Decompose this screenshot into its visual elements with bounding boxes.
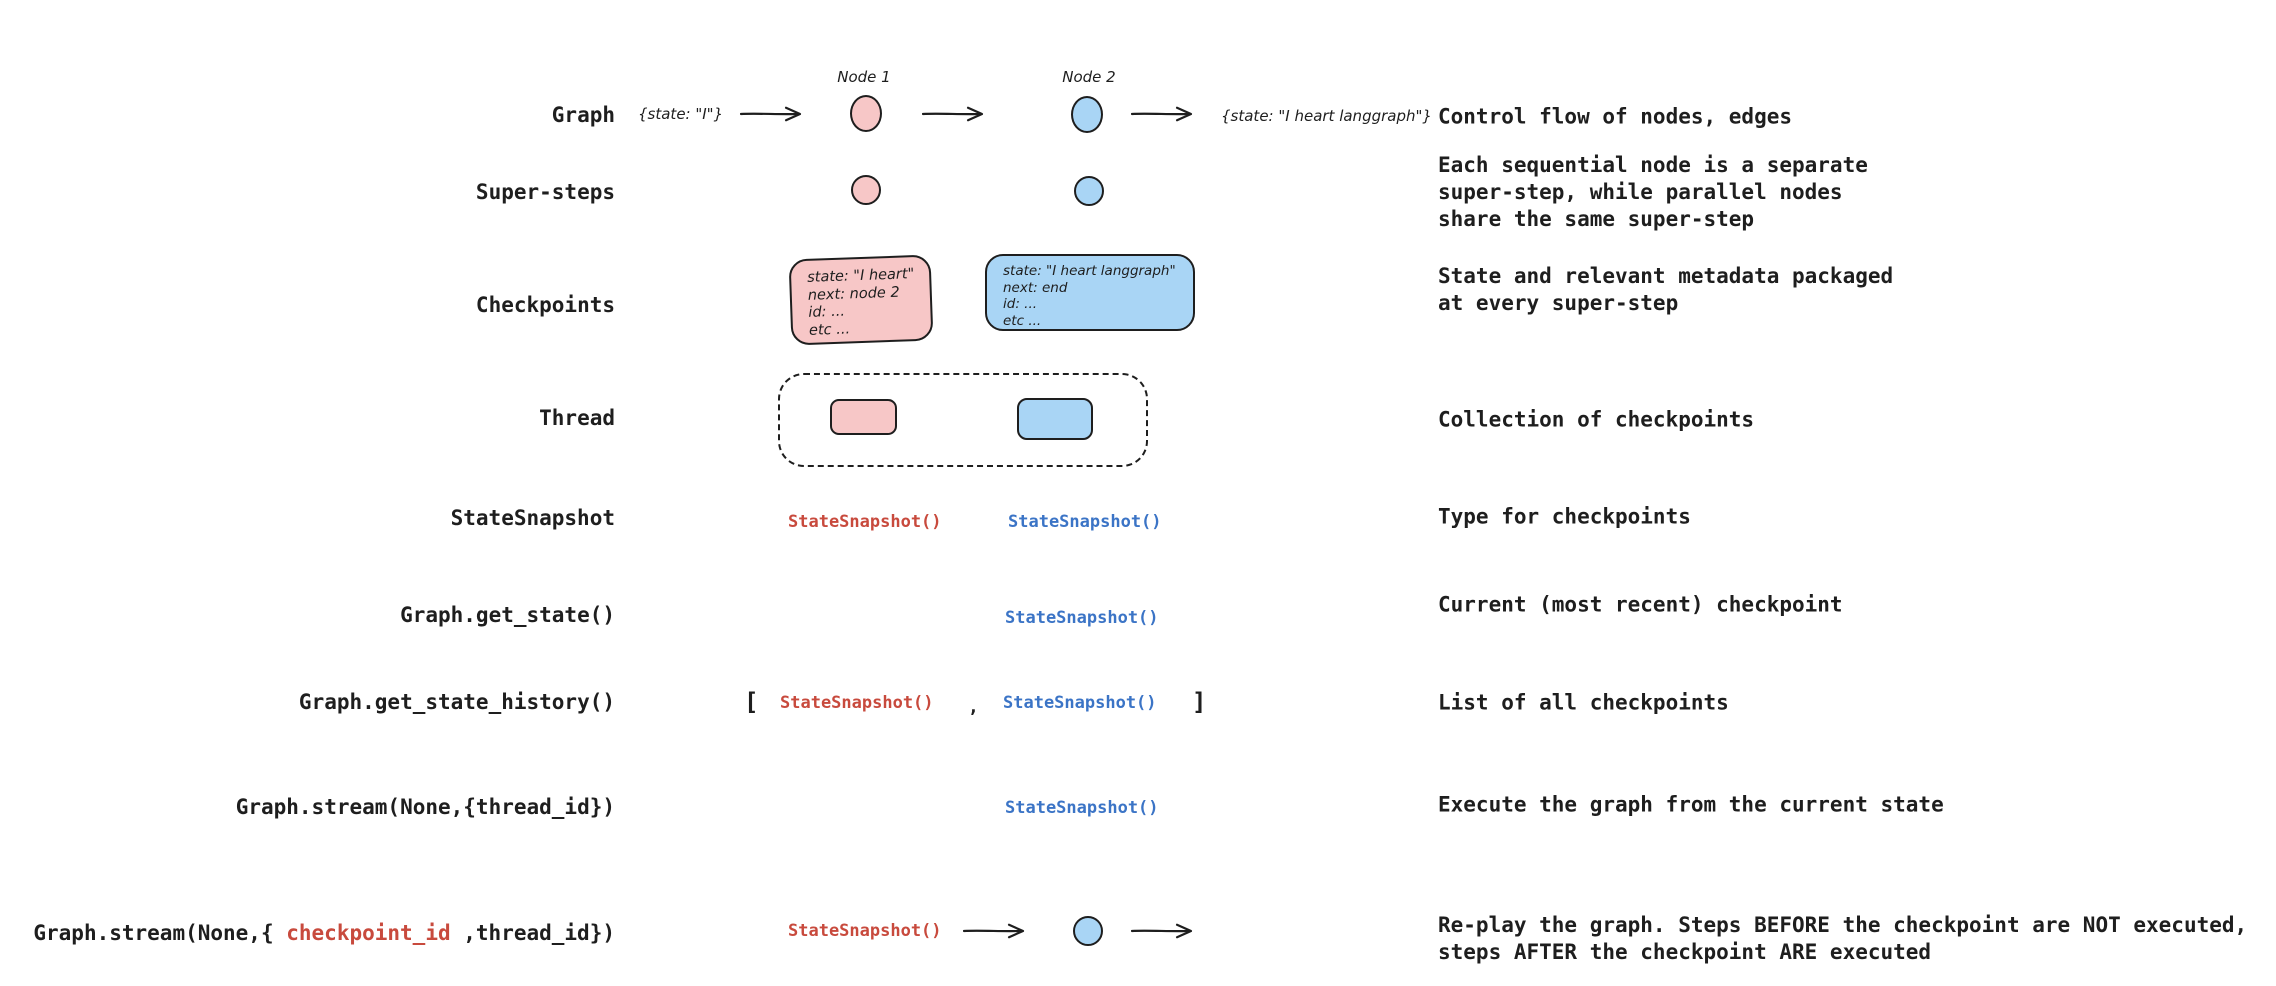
- graph-output-state: {state: "I heart langgraph"}: [1221, 107, 1432, 125]
- stream-checkpoint-prefix: Graph.stream(None,{: [33, 921, 287, 945]
- thread-dashed-box: [778, 373, 1148, 467]
- super-step-node2-circle: [1074, 176, 1104, 206]
- state-snapshot-blue: StateSnapshot(): [1003, 693, 1157, 713]
- desc-stream-checkpoint: Re-play the graph. Steps BEFORE the chec…: [1438, 913, 2248, 964]
- row-label-graph: Graph: [551, 103, 615, 127]
- node1-circle: [850, 95, 882, 132]
- node2-circle: [1071, 96, 1103, 133]
- stream-checkpoint-highlight: checkpoint_id: [286, 921, 451, 945]
- checkpoint-card-blue: state: "I heart langgraph" next: end id:…: [985, 254, 1195, 331]
- row-label-checkpoints: Checkpoints: [475, 293, 615, 317]
- state-snapshot-blue: StateSnapshot(): [1005, 608, 1159, 628]
- state-snapshot-red: StateSnapshot(): [780, 693, 934, 713]
- row-label-statesnapshot: StateSnapshot: [450, 506, 615, 530]
- row-label-stream-thread: Graph.stream(None,{thread_id}): [235, 795, 615, 819]
- flow-arrow-icon: [922, 105, 988, 123]
- replay-node-circle: [1073, 916, 1103, 946]
- list-comma: ,: [968, 696, 979, 718]
- state-snapshot-blue: StateSnapshot(): [1005, 798, 1159, 818]
- checkpoint-card-line: id: ...: [1003, 296, 1038, 312]
- checkpoint-card-line: next: end: [1003, 279, 1068, 296]
- checkpoint-card-line: etc ...: [1003, 312, 1042, 329]
- list-bracket-close: ]: [1192, 688, 1207, 716]
- node1-label: Node 1: [837, 68, 891, 86]
- state-snapshot-red: StateSnapshot(): [788, 512, 942, 532]
- checkpoint-card-line: etc ...: [808, 320, 851, 339]
- list-bracket-open: [: [744, 688, 759, 716]
- desc-graph: Control flow of nodes, edges: [1438, 104, 1793, 129]
- desc-get-state: Current (most recent) checkpoint: [1438, 592, 1843, 617]
- thread-checkpoint-blue: [1017, 398, 1093, 440]
- row-label-get-state-history: Graph.get_state_history(): [298, 690, 615, 714]
- desc-get-state-history: List of all checkpoints: [1438, 690, 1729, 715]
- super-step-node1-circle: [851, 175, 881, 205]
- desc-checkpoints: State and relevant metadata packaged at …: [1438, 264, 1894, 315]
- checkpoint-card-pink: state: "I heart" next: node 2 id: ... et…: [788, 254, 934, 346]
- graph-input-state: {state: "I"}: [638, 105, 724, 123]
- desc-thread: Collection of checkpoints: [1438, 407, 1755, 432]
- desc-statesnapshot: Type for checkpoints: [1438, 504, 1691, 529]
- row-label-super-steps: Super-steps: [475, 180, 615, 204]
- desc-stream-thread: Execute the graph from the current state: [1438, 792, 1944, 817]
- node2-label: Node 2: [1062, 68, 1116, 86]
- flow-arrow-icon: [1131, 105, 1197, 123]
- thread-checkpoint-pink: [830, 399, 897, 435]
- flow-arrow-icon: [963, 922, 1029, 940]
- checkpoint-card-line: state: "I heart langgraph": [1003, 263, 1176, 279]
- row-label-stream-checkpoint: Graph.stream(None,{ checkpoint_id ,threa…: [0, 897, 615, 969]
- flow-arrow-icon: [1131, 922, 1197, 940]
- flow-arrow-icon: [740, 105, 806, 123]
- row-label-thread: Thread: [539, 406, 615, 430]
- state-snapshot-red: StateSnapshot(): [788, 921, 942, 941]
- desc-super-steps: Each sequential node is a separate super…: [1438, 153, 1868, 231]
- state-snapshot-blue: StateSnapshot(): [1008, 512, 1162, 532]
- row-label-get-state: Graph.get_state(): [400, 603, 615, 627]
- stream-checkpoint-suffix: ,thread_id}): [450, 921, 615, 945]
